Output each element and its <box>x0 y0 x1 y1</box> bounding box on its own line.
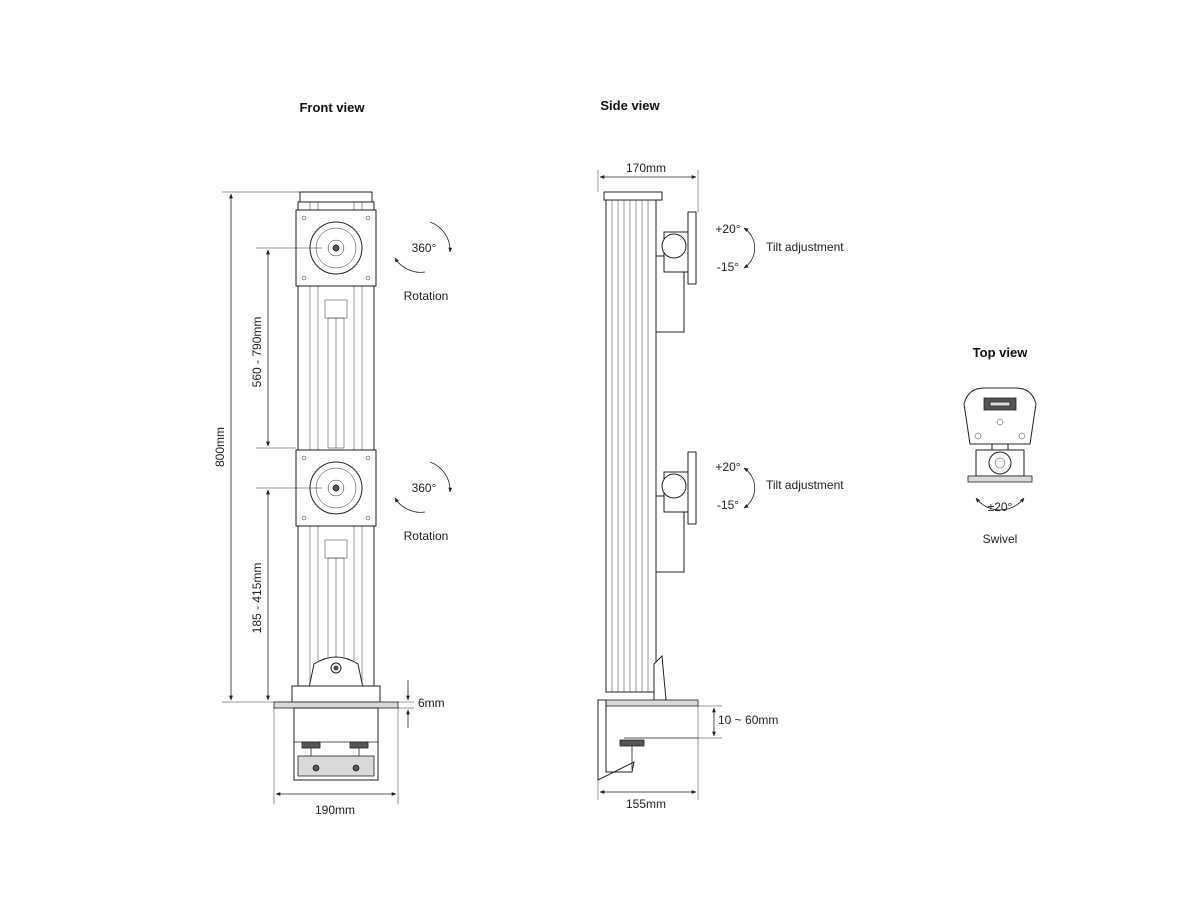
side-tilt-lower-minus: -15° <box>717 498 739 512</box>
front-plate-label: 6mm <box>418 696 445 710</box>
side-depth-top-label: 170mm <box>626 161 666 175</box>
front-rotation-lower-deg: 360° <box>412 481 437 495</box>
top-swivel-label: Swivel <box>983 532 1018 546</box>
top-view-drawing <box>963 387 1037 483</box>
front-upper-range-label: 560 - 790mm <box>250 317 264 388</box>
front-rotation-upper-deg: 360° <box>412 241 437 255</box>
side-tilt-upper-minus: -15° <box>717 260 739 274</box>
front-height-label: 800mm <box>213 427 227 467</box>
front-width-label: 190mm <box>315 803 355 817</box>
front-rotation-lower-label: Rotation <box>404 529 449 543</box>
side-tilt-lower-label: Tilt adjustment <box>766 478 844 492</box>
top-dimensions <box>975 497 1025 511</box>
front-lower-range-label: 185 - 415mm <box>250 563 264 634</box>
side-tilt-upper-label: Tilt adjustment <box>766 240 844 254</box>
side-clamp-range-label: 10 ~ 60mm <box>718 713 778 727</box>
front-dimensions <box>222 191 453 804</box>
side-view-title: Side view <box>600 98 660 113</box>
side-dimensions <box>597 170 756 800</box>
top-swivel-deg: ±20° <box>988 500 1013 514</box>
side-view-drawing <box>597 191 699 781</box>
side-tilt-lower-plus: +20° <box>715 460 740 474</box>
front-view-drawing <box>273 191 399 781</box>
front-rotation-upper-label: Rotation <box>404 289 449 303</box>
side-depth-bottom-label: 155mm <box>626 797 666 811</box>
front-view-title: Front view <box>299 100 365 115</box>
top-view-title: Top view <box>973 345 1029 360</box>
side-tilt-upper-plus: +20° <box>715 222 740 236</box>
